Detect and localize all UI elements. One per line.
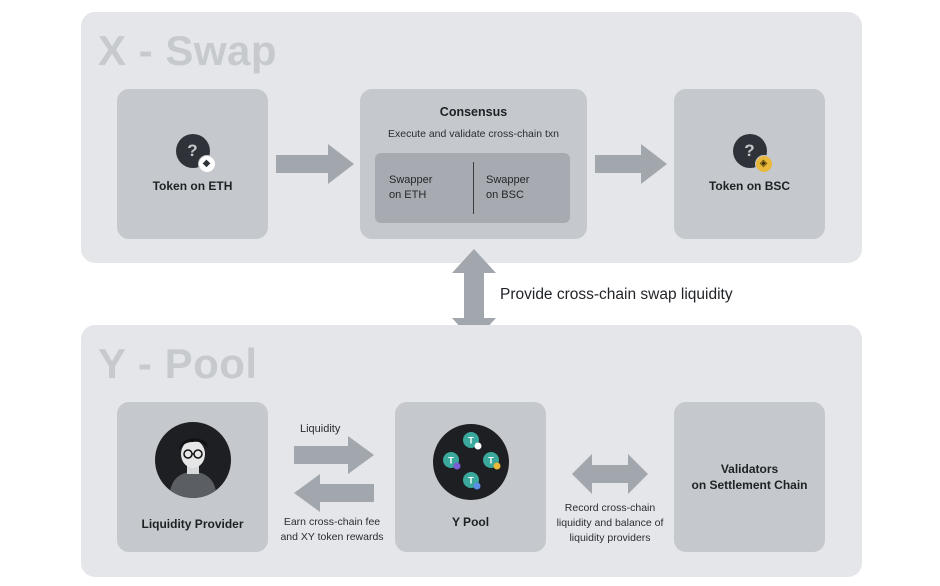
swapper-bsc-line2: on BSC — [486, 189, 524, 201]
svg-text:T: T — [448, 455, 454, 465]
liquidity-provider-box: Liquidity Provider — [117, 402, 268, 552]
record-line3: liquidity providers — [569, 532, 651, 545]
question-mark-glyph: ? — [744, 140, 755, 160]
svg-text:T: T — [488, 455, 494, 465]
liquidity-provider-label: Liquidity Provider — [141, 516, 244, 531]
svg-text:T: T — [468, 435, 474, 445]
validators-label: Validators on Settlement Chain — [691, 461, 807, 493]
token-bsc-coin-icon: ? ◈ — [732, 133, 773, 173]
rewards-line1: Earn cross-chain fee — [283, 516, 381, 528]
y-pool-tokens-icon: T T T T — [432, 423, 509, 500]
arrow-right-icon — [276, 144, 354, 184]
double-arrow-horizontal-icon — [572, 454, 648, 494]
swapper-container: Swapper on ETH Swapper on BSC — [375, 153, 570, 223]
avatar-icon — [154, 421, 231, 498]
token-on-eth-box: ? ◆ Token on ETH — [117, 89, 268, 239]
y-pool-label: Y Pool — [451, 514, 490, 529]
provide-liquidity-label: Provide cross-chain swap liquidity — [500, 286, 733, 303]
validators-line1: Validators — [720, 461, 779, 476]
svg-text:T: T — [468, 475, 474, 485]
arrow-right-icon — [294, 436, 374, 474]
swapper-on-bsc: Swapper on BSC — [474, 173, 570, 204]
token-on-bsc-label: Token on BSC — [708, 178, 791, 193]
rewards-label: Earn cross-chain fee and XY token reward… — [276, 515, 388, 545]
record-line2: liquidity and balance of — [556, 517, 664, 530]
arrow-right-icon — [595, 144, 667, 184]
token-on-eth-label: Token on ETH — [152, 178, 233, 193]
consensus-title: Consensus — [439, 105, 508, 119]
ethereum-icon: ◆ — [197, 154, 216, 173]
consensus-subtitle: Execute and validate cross-chain txn — [387, 127, 559, 140]
swapper-divider — [473, 162, 474, 214]
validators-box: Validators on Settlement Chain — [674, 402, 825, 552]
question-mark-glyph: ? — [187, 140, 198, 160]
record-line1: Record cross-chain — [564, 502, 656, 514]
token-on-bsc-box: ? ◈ Token on BSC — [674, 89, 825, 239]
swapper-on-eth: Swapper on ETH — [375, 173, 473, 204]
rewards-line2: and XY token rewards — [280, 531, 384, 544]
record-label: Record cross-chain liquidity and balance… — [548, 501, 672, 547]
swapper-bsc-line1: Swapper — [486, 173, 530, 186]
token-eth-coin-icon: ? ◆ — [175, 133, 216, 173]
y-pool-box: T T T T Y Pool — [395, 402, 546, 552]
validators-line2: on Settlement Chain — [691, 478, 808, 492]
bnb-icon: ◈ — [754, 154, 773, 173]
y-pool-title: Y - Pool — [98, 340, 258, 387]
x-swap-title: X - Swap — [98, 27, 278, 74]
double-arrow-vertical-icon — [452, 249, 496, 342]
swapper-eth-line1: Swapper — [389, 173, 433, 186]
arrow-left-icon — [294, 474, 374, 512]
swapper-eth-line2: on ETH — [389, 189, 427, 201]
liquidity-label: Liquidity — [300, 423, 341, 435]
